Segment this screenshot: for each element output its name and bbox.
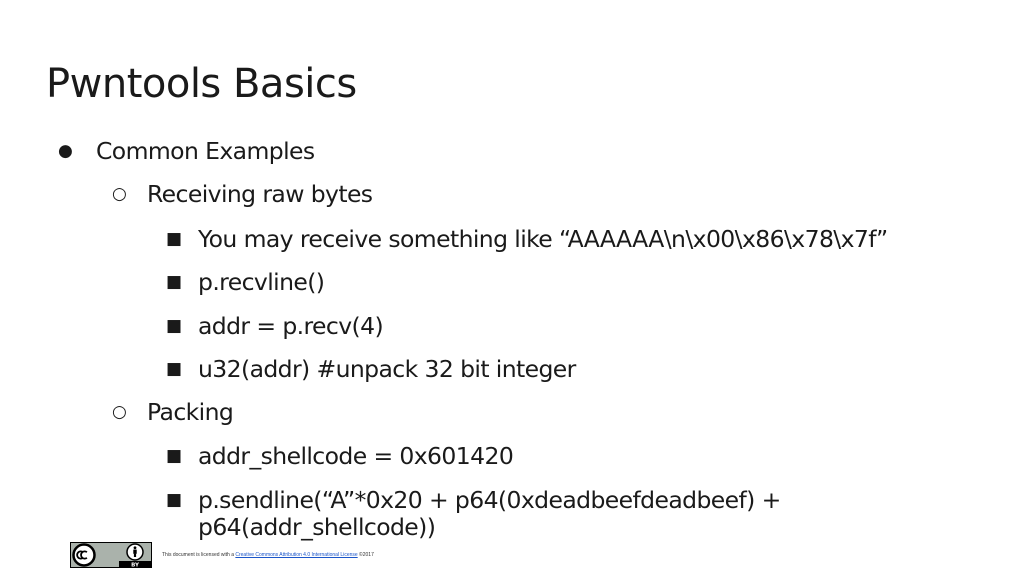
bullet-text: u32(addr) #unpack 32 bit integer bbox=[198, 355, 576, 383]
bullet-marker: ■ bbox=[166, 446, 182, 466]
bullet-item: ■ You may receive something like “AAAAAA… bbox=[166, 225, 888, 253]
bullet-item: ○ Receiving raw bytes bbox=[112, 180, 373, 208]
cc-by-license-badge: BY bbox=[70, 542, 152, 568]
slide-title: Pwntools Basics bbox=[46, 61, 357, 107]
footer: BY This document is licensed with a Crea… bbox=[70, 542, 970, 568]
bullet-text: You may receive something like “AAAAAA\n… bbox=[198, 225, 888, 253]
bullet-item: ■ addr_shellcode = 0x601420 bbox=[166, 442, 514, 470]
license-text: This document is licensed with a Creativ… bbox=[162, 552, 374, 559]
bullet-text-continuation: p64(addr_shellcode)) bbox=[198, 513, 436, 541]
cc-icon bbox=[72, 543, 96, 567]
bullet-marker: ■ bbox=[166, 490, 182, 510]
by-attribution-icon bbox=[126, 543, 144, 561]
bullet-item: ○ Packing bbox=[112, 398, 234, 426]
license-suffix: ©2017 bbox=[357, 552, 374, 558]
bullet-marker: ○ bbox=[112, 184, 127, 204]
bullet-marker: ○ bbox=[112, 402, 127, 422]
bullet-marker: ● bbox=[58, 141, 73, 161]
license-link[interactable]: Creative Commons Attribution 4.0 Interna… bbox=[235, 552, 358, 558]
bullet-item: ■ addr = p.recv(4) bbox=[166, 312, 384, 340]
bullet-text: addr_shellcode = 0x601420 bbox=[198, 442, 514, 470]
bullet-text: Receiving raw bytes bbox=[147, 180, 373, 208]
bullet-marker: ■ bbox=[166, 229, 182, 249]
bullet-text: p.recvline() bbox=[198, 268, 325, 296]
bullet-item: ■ p.recvline() bbox=[166, 268, 325, 296]
bullet-item: ■ p.sendline(“A”*0x20 + p64(0xdeadbeefde… bbox=[166, 486, 781, 541]
bullet-text: addr = p.recv(4) bbox=[198, 312, 384, 340]
bullet-marker: ■ bbox=[166, 316, 182, 336]
by-label: BY bbox=[131, 562, 140, 568]
bullet-item: ● Common Examples bbox=[58, 137, 315, 165]
bullet-text: p.sendline(“A”*0x20 + p64(0xdeadbeefdead… bbox=[198, 486, 781, 514]
bullet-text: Common Examples bbox=[96, 137, 315, 165]
bullet-text: Packing bbox=[147, 398, 234, 426]
bullet-marker: ■ bbox=[166, 272, 182, 292]
bullet-item: ■ u32(addr) #unpack 32 bit integer bbox=[166, 355, 576, 383]
bullet-marker: ■ bbox=[166, 359, 182, 379]
license-prefix: This document is licensed with a bbox=[162, 552, 236, 558]
